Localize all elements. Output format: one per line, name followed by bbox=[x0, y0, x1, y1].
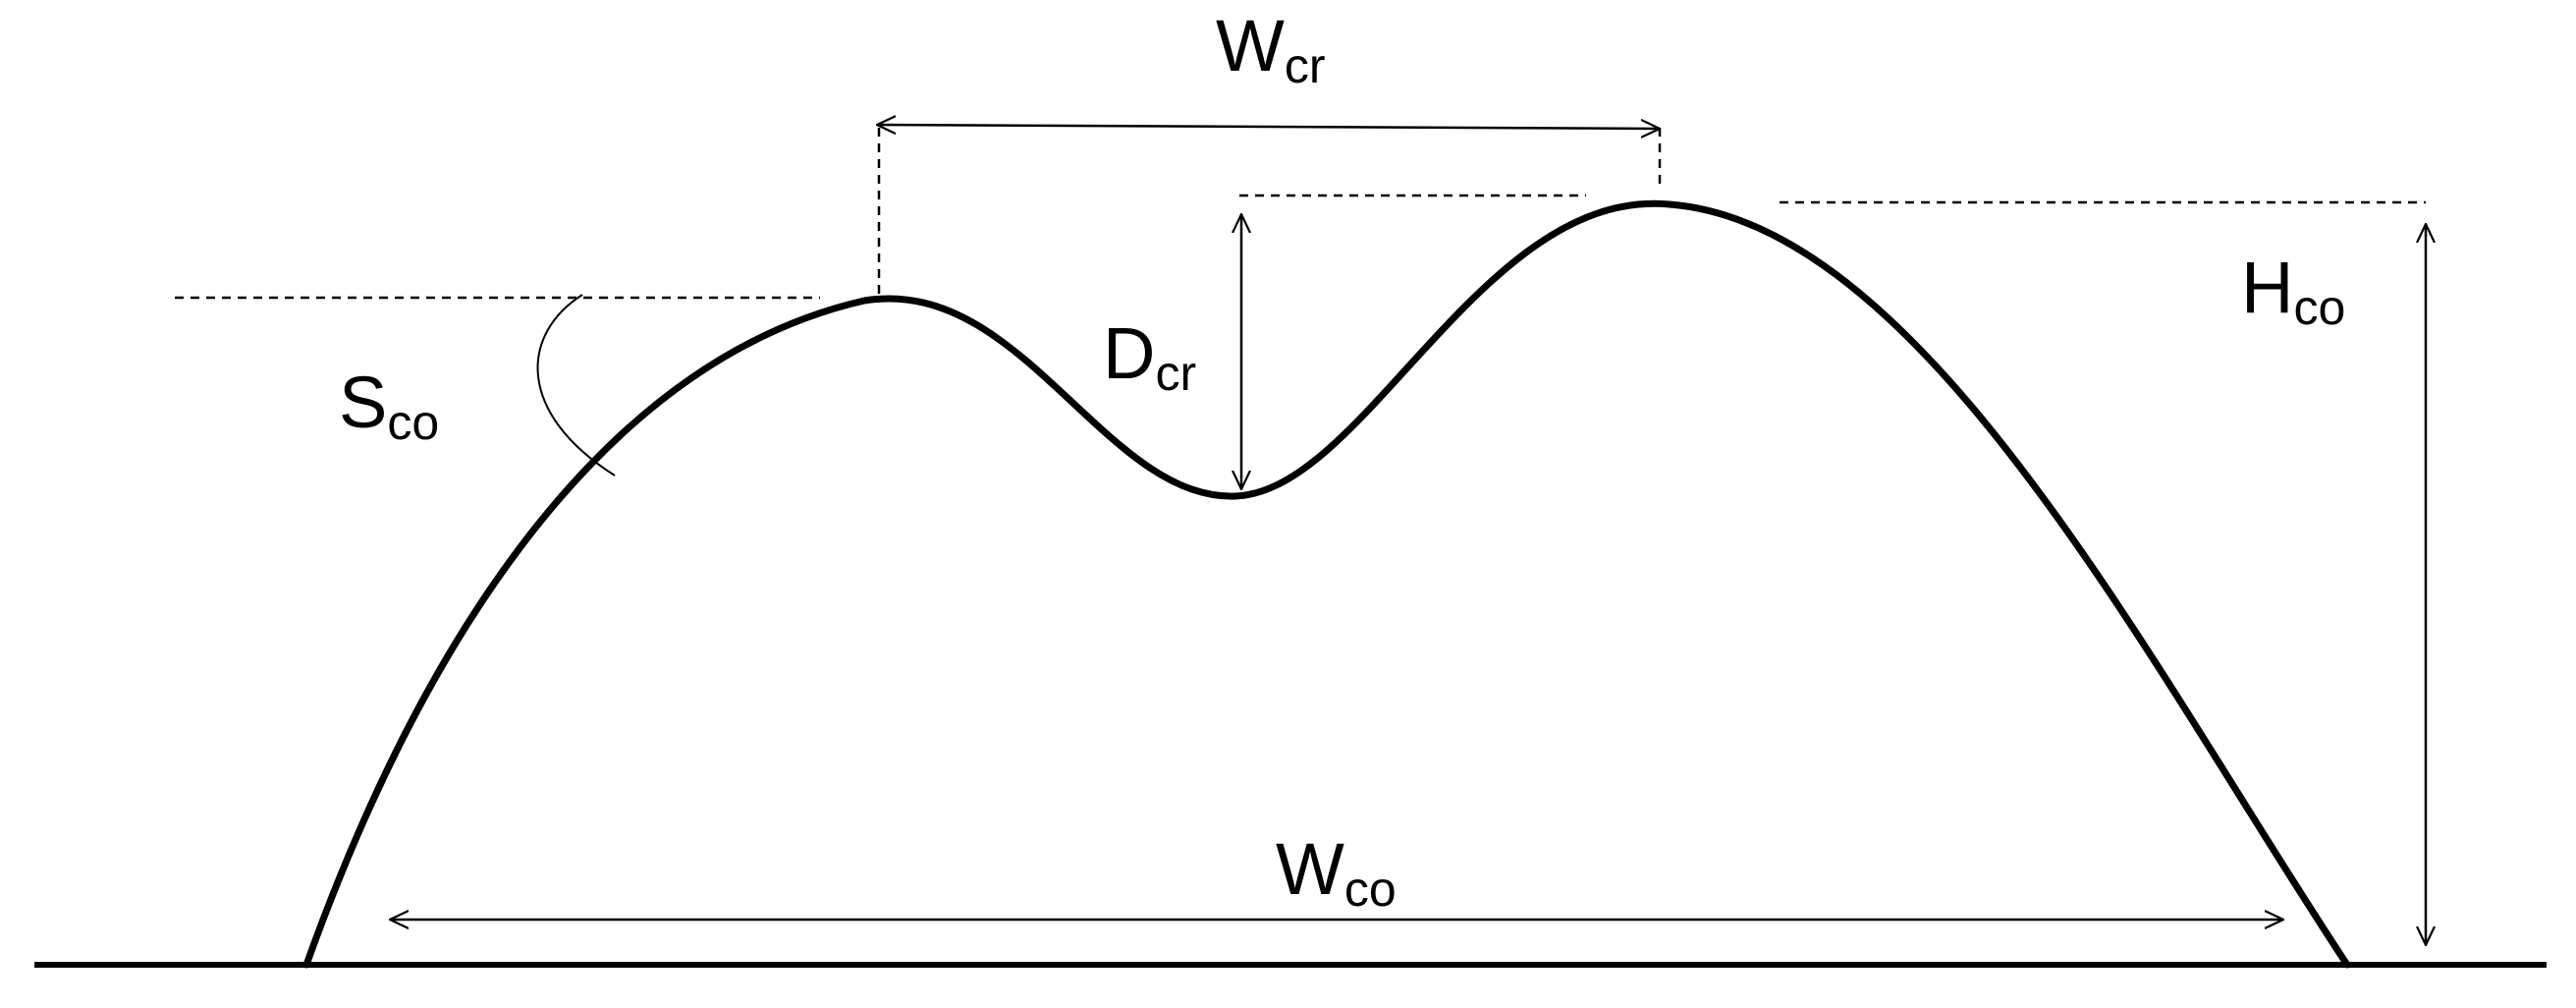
w-cr-label: Wcr bbox=[1216, 5, 1326, 93]
s-co-label: Sco bbox=[339, 362, 439, 450]
cone-profile bbox=[302, 199, 2351, 969]
dimension-arrows bbox=[390, 125, 2426, 945]
wcr-arrow bbox=[877, 125, 1660, 129]
h-co-label: Hco bbox=[2241, 247, 2345, 335]
w-co-label: Wco bbox=[1276, 828, 1397, 917]
reference-lines bbox=[175, 128, 2426, 300]
sco-angle-arc bbox=[536, 294, 616, 476]
d-cr-label: Dcr bbox=[1103, 312, 1196, 401]
